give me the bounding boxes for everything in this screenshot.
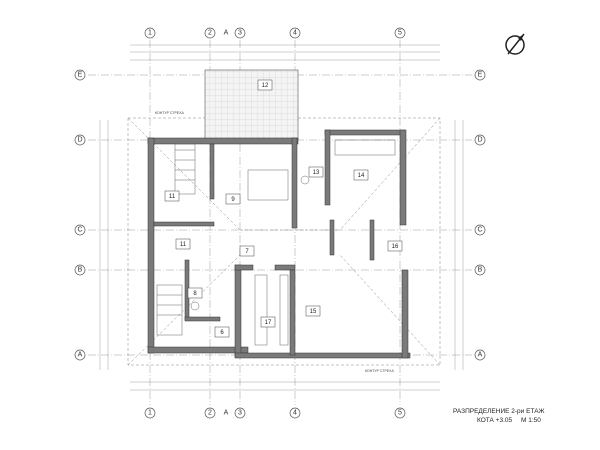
svg-text:D: D bbox=[77, 137, 82, 144]
room-6: 6 bbox=[214, 326, 230, 338]
eaves-label-bottom: КОНТУР СТРЕХА bbox=[365, 369, 394, 373]
drawing-level: КОТА +3.05 bbox=[477, 417, 512, 424]
room-9: 9 bbox=[225, 193, 241, 205]
room-16: 16 bbox=[387, 240, 403, 252]
svg-text:B: B bbox=[478, 267, 483, 274]
svg-text:14: 14 bbox=[358, 173, 365, 179]
drawing-scale: М 1:50 bbox=[521, 417, 541, 424]
terrace-tiles bbox=[204, 69, 299, 141]
row-axis-bubbles-right: E D C B A bbox=[474, 69, 486, 361]
drawing-title: РАЗПРЕДЕЛЕНИЕ 2-ри ЕТАЖ bbox=[453, 408, 545, 415]
room-11-lower: 11 bbox=[175, 238, 191, 250]
svg-text:17: 17 bbox=[265, 320, 272, 326]
room-8: 8 bbox=[187, 287, 203, 299]
room-12: 12 bbox=[257, 79, 273, 91]
svg-text:C: C bbox=[477, 227, 482, 234]
svg-text:7: 7 bbox=[245, 249, 249, 255]
eaves-label-top: КОНТУР СТРЕХА bbox=[155, 111, 184, 115]
svg-text:3: 3 bbox=[238, 410, 242, 417]
column-axis-bubbles-top: 1 2 A 3 4 5 bbox=[144, 27, 406, 39]
svg-text:4: 4 bbox=[293, 410, 297, 417]
svg-text:12: 12 bbox=[262, 83, 269, 89]
svg-text:E: E bbox=[78, 72, 83, 79]
dimension-lines bbox=[99, 44, 464, 391]
svg-text:5: 5 bbox=[398, 410, 402, 417]
svg-text:11: 11 bbox=[180, 242, 187, 248]
svg-text:B: B bbox=[78, 267, 83, 274]
row-axis-bubbles-left: E D C B A bbox=[74, 69, 86, 361]
svg-text:13: 13 bbox=[313, 170, 320, 176]
svg-text:E: E bbox=[478, 72, 483, 79]
svg-text:6: 6 bbox=[220, 330, 224, 336]
north-arrow-icon bbox=[505, 33, 525, 55]
room-labels: 12 11 9 13 14 11 7 16 8 6 17 15 bbox=[164, 79, 403, 338]
svg-text:1: 1 bbox=[148, 410, 152, 417]
svg-text:4: 4 bbox=[293, 30, 297, 37]
svg-text:A: A bbox=[478, 352, 483, 359]
svg-text:1: 1 bbox=[148, 30, 152, 37]
column-axis-bubbles-bottom: 1 2 A 3 4 5 bbox=[144, 407, 406, 419]
svg-text:16: 16 bbox=[392, 244, 399, 250]
svg-text:2: 2 bbox=[208, 410, 212, 417]
title-block: РАЗПРЕДЕЛЕНИЕ 2-ри ЕТАЖ КОТА +3.05 М 1:5… bbox=[453, 408, 545, 424]
svg-text:15: 15 bbox=[310, 309, 317, 315]
room-17: 17 bbox=[260, 316, 276, 328]
svg-text:2: 2 bbox=[208, 30, 212, 37]
svg-text:A: A bbox=[224, 30, 229, 37]
room-14: 14 bbox=[353, 169, 369, 181]
svg-text:C: C bbox=[77, 227, 82, 234]
svg-text:8: 8 bbox=[193, 291, 197, 297]
svg-text:11: 11 bbox=[169, 194, 176, 200]
walls bbox=[147, 129, 411, 359]
furniture bbox=[156, 139, 396, 346]
svg-text:3: 3 bbox=[238, 30, 242, 37]
room-15: 15 bbox=[305, 305, 321, 317]
room-13: 13 bbox=[308, 166, 324, 178]
roof-outline bbox=[127, 117, 441, 366]
svg-text:9: 9 bbox=[231, 197, 235, 203]
svg-text:5: 5 bbox=[398, 30, 402, 37]
svg-text:A: A bbox=[78, 352, 83, 359]
room-11-upper: 11 bbox=[164, 190, 180, 202]
svg-text:D: D bbox=[477, 137, 482, 144]
svg-text:A: A bbox=[224, 410, 229, 417]
room-7: 7 bbox=[239, 245, 255, 257]
